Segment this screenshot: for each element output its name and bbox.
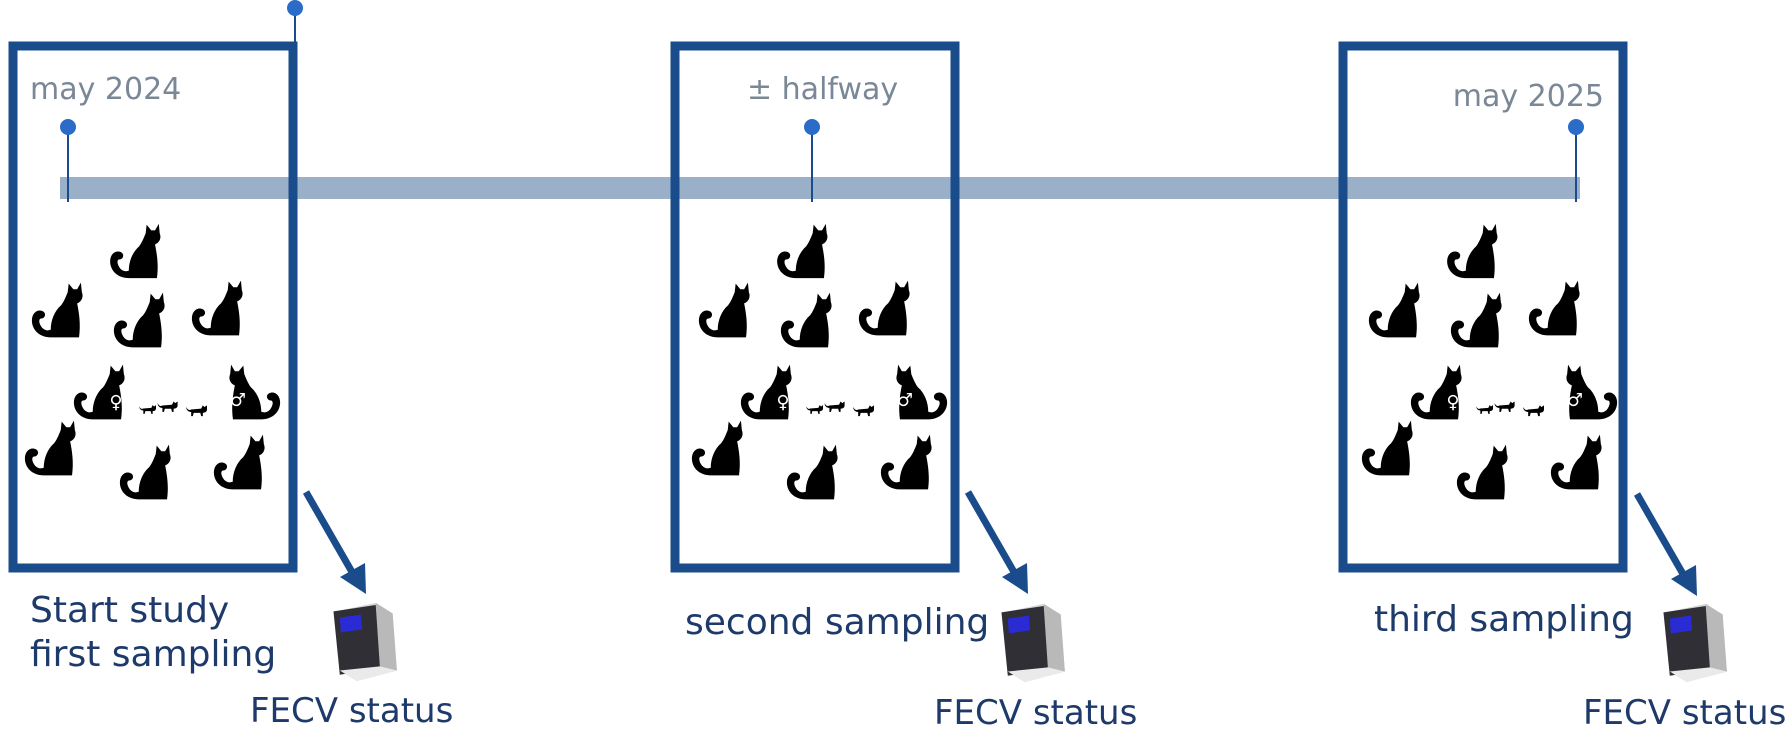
sampling-frame-2 (670, 41, 960, 573)
cat-group-1: ♀♂ (24, 223, 281, 500)
timeline-marker-start: may 2024 (30, 72, 181, 202)
sampling-frame-1 (8, 41, 298, 573)
cat-silhouette-icon (691, 420, 743, 476)
male-symbol-icon: ♂ (230, 390, 246, 411)
cat-silhouette-icon (780, 292, 832, 348)
cat-silhouette-icon (880, 434, 932, 490)
cat-silhouette-icon (213, 434, 265, 490)
arrow-icon (302, 490, 366, 594)
cat-silhouette-icon (1361, 420, 1413, 476)
kitten-icon (157, 401, 178, 412)
male-symbol-icon: ♂ (1567, 390, 1583, 411)
kitten-icon (139, 405, 156, 414)
cat-silhouette-icon (1368, 282, 1420, 338)
cat-silhouette-icon (1550, 434, 1602, 490)
arrow-icon (964, 490, 1028, 594)
kitten-icon (1494, 401, 1515, 412)
timeline-marker-end: may 2025 (1453, 79, 1604, 202)
kitten-icon (853, 405, 874, 417)
cat-silhouette-icon (31, 282, 83, 338)
male-symbol-icon: ♂ (897, 390, 913, 411)
cat-silhouette-icon (1528, 280, 1580, 336)
kitten-icon (824, 401, 845, 412)
cat-silhouette-icon (1450, 292, 1502, 348)
cat-silhouette-icon (191, 280, 243, 336)
timeline-bar (60, 177, 1580, 199)
cat-silhouette-icon (777, 223, 828, 279)
female-symbol-icon: ♀ (109, 392, 122, 413)
panel-3-caption: third sampling (1374, 599, 1634, 640)
kitten-icon (186, 405, 207, 417)
cat-silhouette-icon (786, 444, 838, 500)
pcr-analyzer-icon (1663, 603, 1727, 683)
marker-label-halfway: ± halfway (747, 72, 898, 107)
marker-label-start: may 2024 (30, 72, 181, 107)
panel-1-caption-line1: Start study (30, 590, 229, 631)
kitten-icon (1476, 405, 1493, 414)
cat-silhouette-icon (113, 292, 165, 348)
cat-silhouette-icon (110, 223, 161, 279)
cat-silhouette-icon (119, 444, 171, 500)
marker-label-end: may 2025 (1453, 79, 1604, 114)
cat-silhouette-icon (698, 282, 750, 338)
pcr-analyzer-icon (333, 602, 397, 682)
top-pin (287, 0, 303, 44)
cat-silhouette-icon (1456, 444, 1508, 500)
sampling-frame-3 (1338, 41, 1628, 573)
female-symbol-icon: ♀ (1446, 392, 1459, 413)
timeline-marker-halfway: ± halfway (747, 72, 898, 202)
kitten-icon (1523, 405, 1544, 417)
device-label-3: FECV status (1583, 693, 1786, 730)
cat-silhouette-icon (1447, 223, 1498, 279)
device-label-2: FECV status (934, 693, 1137, 730)
kitten-icon (806, 405, 823, 414)
female-symbol-icon: ♀ (776, 392, 789, 413)
cat-group-2: ♀♂ (691, 223, 948, 500)
pcr-analyzer-icon (1001, 603, 1065, 683)
device-label-1: FECV status (250, 691, 453, 730)
panel-1-caption-line2: first sampling (30, 634, 276, 675)
cat-silhouette-icon (858, 280, 910, 336)
panel-2-caption: second sampling (685, 602, 989, 643)
arrow-icon (1633, 492, 1697, 596)
cat-group-3: ♀♂ (1361, 223, 1618, 500)
cat-silhouette-icon (24, 420, 76, 476)
